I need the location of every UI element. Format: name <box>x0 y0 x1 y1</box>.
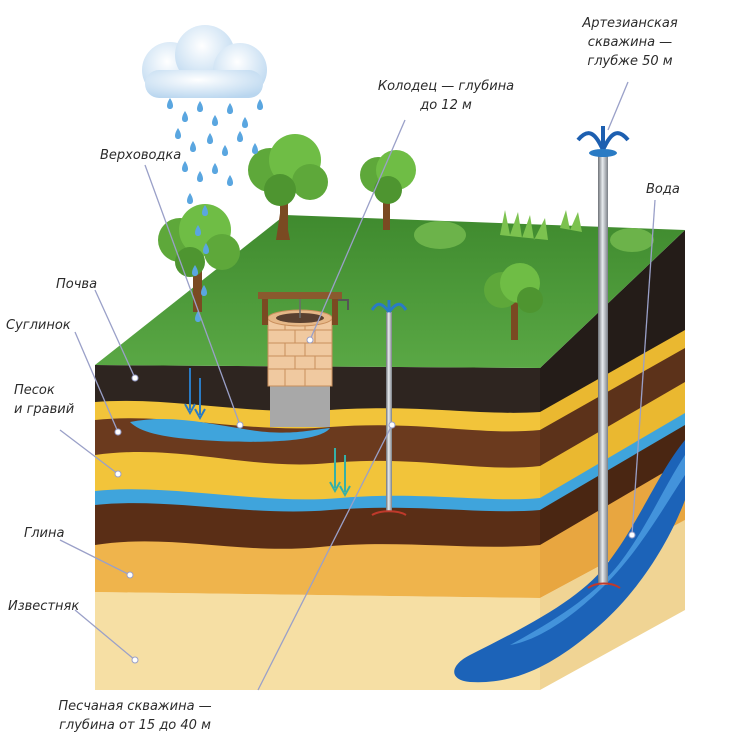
tree-2 <box>360 150 416 230</box>
raindrop <box>197 171 203 182</box>
label-sand-well: Песчаная скважина — глубина от 15 до 40 … <box>40 697 230 735</box>
artesian-aquifer-river <box>454 440 685 683</box>
raindrop <box>227 103 233 114</box>
label-limestone: Известняк <box>8 599 80 614</box>
clay-layer-front <box>95 536 540 598</box>
pointer-lines <box>59 81 656 691</box>
raindrop <box>195 225 201 236</box>
label-artesian-line-1: Артезианская <box>582 16 678 31</box>
label-clay: Глина <box>24 526 65 541</box>
grass-top-surface <box>95 215 685 368</box>
raindrop <box>202 205 208 216</box>
label-sand-gravel: Песок и гравий <box>14 381 74 419</box>
raindrop <box>203 243 209 254</box>
raindrop <box>252 143 258 154</box>
tree-3 <box>158 204 240 312</box>
loam-lower-layer-side <box>540 420 685 545</box>
raindrop <box>212 163 218 174</box>
raindrop <box>212 115 218 126</box>
soil-layer-side <box>540 230 685 412</box>
raindrop <box>182 111 188 122</box>
front-face <box>95 365 540 690</box>
label-dug-well-line-1: Колодец — глубина <box>377 79 515 94</box>
tree-1 <box>248 134 328 240</box>
perched-water-pool <box>130 419 330 442</box>
sand-well-pipe <box>370 300 408 516</box>
label-sand-line-1: Песок <box>14 383 55 398</box>
label-perched-water: Верховодка <box>100 148 182 163</box>
infiltration-arrows <box>184 368 351 498</box>
raindrop <box>257 99 263 110</box>
raindrop <box>190 141 196 152</box>
raindrop <box>197 101 203 112</box>
label-dug-well: Колодец — глубина до 12 м <box>362 77 530 115</box>
tree-4 <box>484 263 543 340</box>
label-soil: Почва <box>56 277 98 292</box>
loam-layer-side <box>540 345 685 466</box>
label-loam: Суглинок <box>6 318 71 333</box>
label-sand-well-line-2: глубина от 15 до 40 м <box>59 718 211 733</box>
label-dug-well-line-2: до 12 м <box>420 98 472 113</box>
bushes <box>414 210 654 252</box>
side-face <box>454 230 685 690</box>
label-sand-line-2: и гравий <box>14 402 75 417</box>
raindrop <box>207 133 213 144</box>
raindrop <box>227 175 233 186</box>
raindrops <box>167 98 263 322</box>
label-artesian-well: Артезианская скважина — глубже 50 м <box>560 14 700 71</box>
rain-cloud <box>142 25 267 98</box>
label-sand-well-line-1: Песчаная скважина — <box>58 699 212 714</box>
raindrop <box>237 131 243 142</box>
sand-thin-layer-side <box>540 328 685 430</box>
raindrop <box>182 161 188 172</box>
raindrop <box>201 285 207 296</box>
pointer-dots <box>114 336 636 664</box>
dug-well <box>258 292 349 427</box>
limestone-layer-front <box>95 592 540 690</box>
sand-gravel-layer-side <box>540 378 685 498</box>
label-artesian-line-3: глубже 50 м <box>587 54 673 69</box>
raindrop <box>167 98 173 109</box>
label-artesian-line-2: скважина — <box>587 35 673 50</box>
aquifer-water-side <box>540 410 685 510</box>
raindrop <box>187 193 193 204</box>
raindrop <box>242 117 248 128</box>
raindrop <box>222 145 228 156</box>
label-water: Вода <box>646 182 680 197</box>
clay-layer-side <box>540 455 685 598</box>
loam-lower-layer-front <box>95 498 540 549</box>
raindrop <box>192 265 198 276</box>
raindrop <box>175 128 181 139</box>
artesian-well-pipe <box>576 126 630 589</box>
